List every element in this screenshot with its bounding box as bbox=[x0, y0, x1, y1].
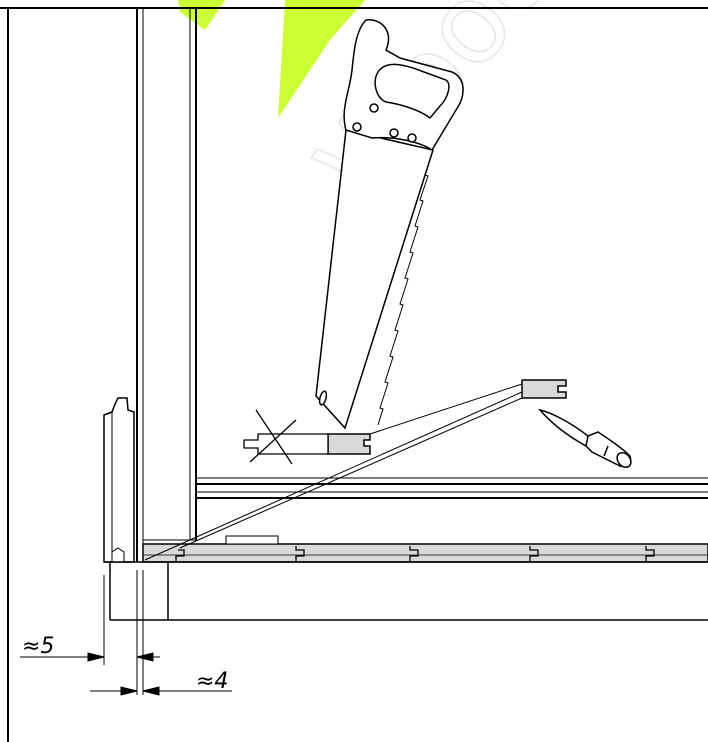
cut-board-piece bbox=[327, 379, 567, 455]
discarded-board-piece bbox=[243, 409, 329, 465]
baseboard-profile bbox=[103, 397, 135, 563]
handsaw bbox=[315, 19, 464, 430]
watermark-triangle-right bbox=[278, 0, 365, 118]
dimension-lines bbox=[20, 570, 232, 696]
wall-frame bbox=[136, 8, 197, 562]
utility-knife bbox=[538, 408, 632, 468]
dimension-label-4: ≈4 bbox=[196, 669, 228, 694]
dimension-label-5: ≈5 bbox=[22, 634, 54, 659]
subfloor bbox=[104, 561, 708, 621]
projection-lines bbox=[144, 383, 523, 561]
floor-rails bbox=[196, 477, 708, 499]
